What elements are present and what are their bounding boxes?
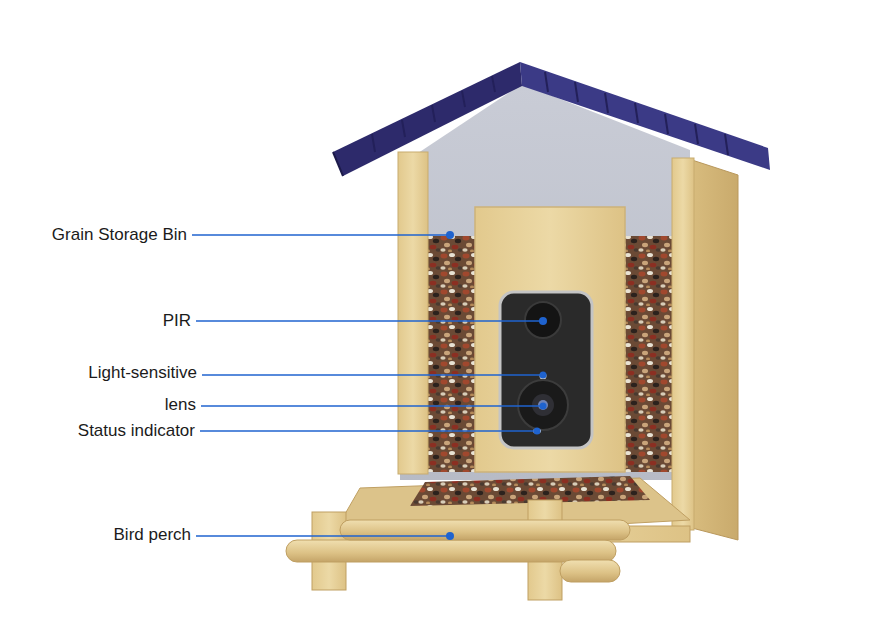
- part-label: Grain Storage Bin: [52, 225, 187, 245]
- part-label: PIR: [163, 311, 191, 331]
- leader-lines: [192, 235, 543, 536]
- part-label: lens: [165, 395, 196, 415]
- part-label: Light-sensitive: [88, 363, 197, 383]
- part-label: Status indicator: [78, 421, 195, 441]
- part-label: Bird perch: [114, 525, 191, 545]
